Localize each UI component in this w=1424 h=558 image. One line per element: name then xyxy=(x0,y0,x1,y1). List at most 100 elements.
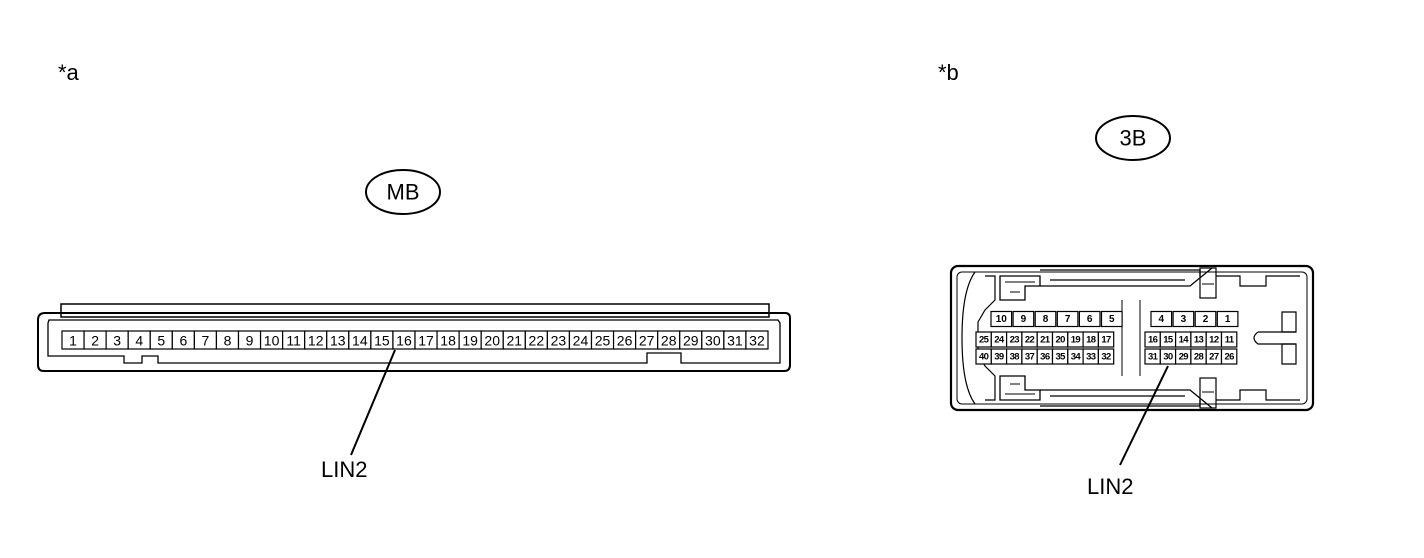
view-a-label: *a xyxy=(58,60,80,85)
pin-number: 15 xyxy=(1163,335,1174,346)
pin-3b-18: 18 xyxy=(1082,331,1099,348)
pin-number: 12 xyxy=(1209,335,1219,346)
pin-number: 7 xyxy=(1065,314,1071,325)
pin-cavity xyxy=(1150,310,1173,328)
pin-number: 27 xyxy=(1209,352,1219,363)
pin-cavity xyxy=(1078,310,1101,328)
pin-3b-28: 28 xyxy=(1190,348,1207,365)
pin-number: 6 xyxy=(179,333,187,349)
pin-3b-33: 33 xyxy=(1082,348,1099,365)
callout-lin2-a: LIN2 xyxy=(321,349,396,482)
pin-3b-2: 2 xyxy=(1194,310,1217,328)
pin-number: 30 xyxy=(705,333,721,349)
pin-number: 2 xyxy=(91,333,99,349)
pin-number: 29 xyxy=(1179,352,1189,363)
pin-mb-24: 24 xyxy=(568,330,593,350)
pin-number: 31 xyxy=(1148,352,1159,363)
pin-number: 4 xyxy=(135,333,143,349)
pin-mb-14: 14 xyxy=(348,330,372,350)
pin-mb-30: 30 xyxy=(701,330,725,350)
pin-cavity xyxy=(745,330,769,350)
pin-3b-4: 4 xyxy=(1150,310,1173,328)
connector-id-3b: 3B xyxy=(1120,126,1147,151)
pin-number: 9 xyxy=(1021,314,1027,325)
pin-mb-26: 26 xyxy=(612,330,637,350)
pin-3b-20: 20 xyxy=(1051,331,1069,348)
pin-number: 12 xyxy=(308,333,324,349)
pin-number: 16 xyxy=(396,333,412,349)
pin-cavity xyxy=(1172,310,1195,328)
pin-cavity xyxy=(1220,348,1238,365)
pin-number: 1 xyxy=(1225,314,1231,325)
pin-mb-5: 5 xyxy=(149,330,173,350)
pin-3b-11: 11 xyxy=(1220,331,1238,348)
pin-3b-15: 15 xyxy=(1159,331,1177,348)
pin-number: 8 xyxy=(224,333,232,349)
pin-number: 38 xyxy=(1010,352,1020,363)
pin-number: 26 xyxy=(1224,352,1234,363)
pin-number: 32 xyxy=(1101,352,1111,363)
pin-3b-8: 8 xyxy=(1034,310,1057,328)
pin-number: 24 xyxy=(994,335,1005,346)
pin-number: 14 xyxy=(1179,335,1190,346)
pin-number: 28 xyxy=(1194,352,1204,363)
pin-number: 6 xyxy=(1087,314,1093,325)
pin-mb-12: 12 xyxy=(304,330,328,350)
pin-mb-32: 32 xyxy=(745,330,769,350)
callout-label-lin2-a: LIN2 xyxy=(321,457,367,482)
pin-mb-3: 3 xyxy=(105,330,129,350)
pin-number: 35 xyxy=(1055,352,1066,363)
pin-3b-40: 40 xyxy=(975,348,992,365)
pin-mb-20: 20 xyxy=(480,330,504,350)
pin-cavity xyxy=(990,310,1013,328)
pin-mb-8: 8 xyxy=(215,330,240,350)
pin-number: 16 xyxy=(1148,335,1158,346)
pin-3b-22: 22 xyxy=(1021,331,1038,348)
pin-number: 25 xyxy=(595,333,611,349)
pin-number: 30 xyxy=(1163,352,1173,363)
pin-number: 3 xyxy=(113,333,121,349)
pin-number: 18 xyxy=(1086,335,1096,346)
pin-number: 32 xyxy=(749,333,765,349)
pin-number: 11 xyxy=(286,333,301,349)
pin-3b-16: 16 xyxy=(1144,331,1161,348)
pin-3b-12: 12 xyxy=(1205,331,1223,348)
pin-mb-17: 17 xyxy=(414,330,438,350)
pin-cavity xyxy=(1097,348,1115,365)
pin-3b-39: 39 xyxy=(990,348,1008,365)
pin-3b-24: 24 xyxy=(990,331,1008,348)
pin-3b-23: 23 xyxy=(1005,331,1023,348)
pin-mb-29: 29 xyxy=(679,330,703,350)
pin-cavity xyxy=(1216,310,1239,328)
pin-number: 36 xyxy=(1040,352,1050,363)
pin-number: 22 xyxy=(1025,335,1035,346)
pin-mb-31: 31 xyxy=(723,330,747,350)
pin-3b-29: 29 xyxy=(1174,348,1192,365)
pin-mb-27: 27 xyxy=(635,330,659,350)
pin-3b-10: 10 xyxy=(990,310,1013,328)
pin-mb-7: 7 xyxy=(193,330,218,350)
pin-mb-6: 6 xyxy=(171,330,195,350)
pin-number: 17 xyxy=(418,333,434,349)
pin-3b-3: 3 xyxy=(1172,310,1195,328)
pin-number: 17 xyxy=(1101,335,1111,346)
pin-number: 13 xyxy=(330,333,346,349)
pin-3b-36: 36 xyxy=(1036,348,1054,365)
connector-id-mb: MB xyxy=(387,180,420,205)
pin-mb-28: 28 xyxy=(657,330,681,350)
connector-id-badge-mb: MB xyxy=(365,169,441,215)
pin-3b-32: 32 xyxy=(1097,348,1115,365)
view-b-label: *b xyxy=(938,60,959,85)
pin-3b-34: 34 xyxy=(1067,348,1084,365)
callout-label-lin2-b: LIN2 xyxy=(1087,474,1133,499)
pin-3b-9: 9 xyxy=(1012,310,1035,328)
connector-id-badge-3b: 3B xyxy=(1095,115,1171,161)
pin-3b-25: 25 xyxy=(975,331,992,348)
pin-number: 14 xyxy=(352,333,368,349)
pin-number: 22 xyxy=(529,333,545,349)
pin-3b-1: 1 xyxy=(1216,310,1239,328)
pin-number: 40 xyxy=(979,352,989,363)
